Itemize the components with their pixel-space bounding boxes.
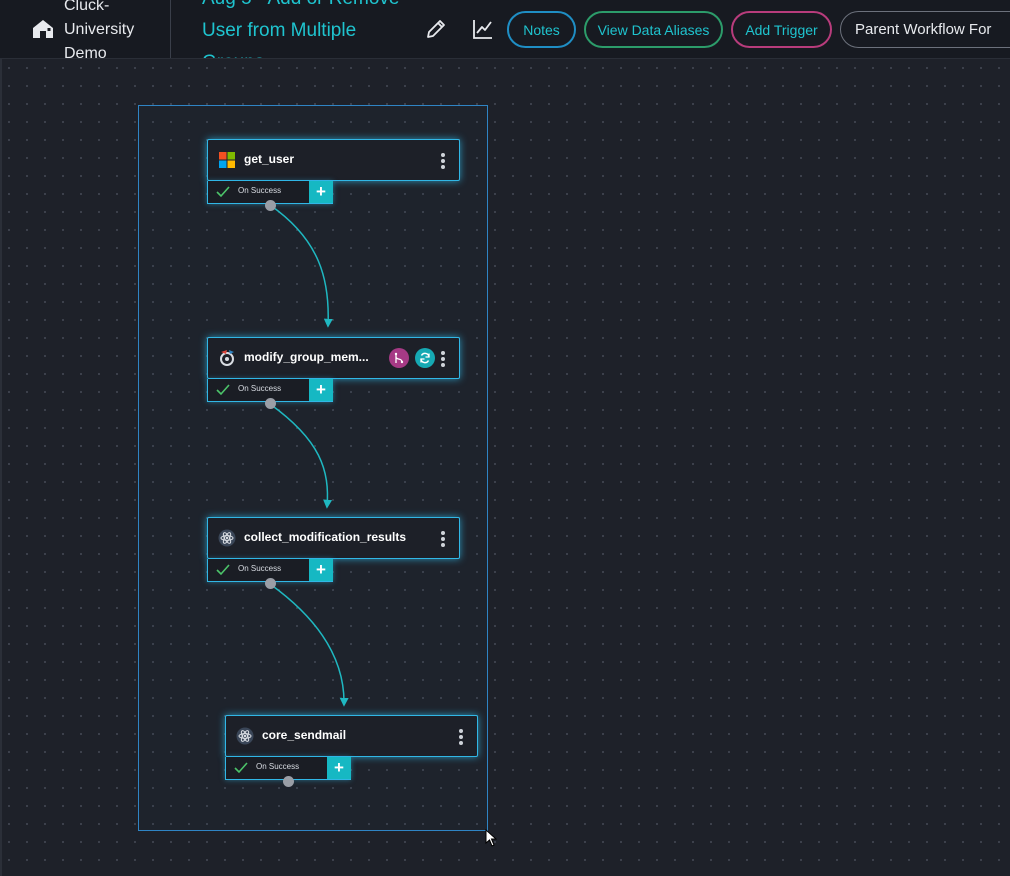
output-port[interactable] xyxy=(283,776,294,787)
okta-icon xyxy=(218,349,236,367)
node-name: collect_modification_results xyxy=(244,530,406,544)
workflow-node-core-sendmail[interactable]: core_sendmail xyxy=(225,715,478,757)
mouse-cursor-icon xyxy=(485,829,497,847)
edge-modify-to-collect[interactable] xyxy=(270,404,327,507)
kebab-menu-icon[interactable] xyxy=(441,351,445,367)
success-label: On Success xyxy=(238,186,281,195)
kebab-menu-icon[interactable] xyxy=(441,531,445,547)
workflow-node-collect-modification-results[interactable]: collect_modification_results xyxy=(207,517,460,559)
check-icon xyxy=(216,564,230,576)
output-port[interactable] xyxy=(265,578,276,589)
add-step-button[interactable]: + xyxy=(309,181,333,203)
success-label: On Success xyxy=(238,564,281,573)
workflow-node-modify-group-membership[interactable]: modify_group_mem... xyxy=(207,337,460,379)
edge-collect-to-sendmail[interactable] xyxy=(270,584,344,705)
core-atom-icon xyxy=(218,529,236,547)
edge-get-user-to-modify[interactable] xyxy=(270,205,328,326)
add-step-button[interactable]: + xyxy=(327,757,351,779)
microsoft-logo-icon xyxy=(218,151,236,169)
check-icon xyxy=(216,186,230,198)
core-atom-icon xyxy=(236,727,254,745)
workflow-node-get-user[interactable]: get_user xyxy=(207,139,460,181)
success-label: On Success xyxy=(256,762,299,771)
node-name: get_user xyxy=(244,152,294,166)
check-icon xyxy=(234,762,248,774)
kebab-menu-icon[interactable] xyxy=(441,153,445,169)
add-step-button[interactable]: + xyxy=(309,379,333,401)
branch-icon[interactable] xyxy=(389,348,409,368)
node-name: modify_group_mem... xyxy=(244,350,369,364)
output-port[interactable] xyxy=(265,398,276,409)
kebab-menu-icon[interactable] xyxy=(459,729,463,745)
check-icon xyxy=(216,384,230,396)
add-step-button[interactable]: + xyxy=(309,559,333,581)
node-name: core_sendmail xyxy=(262,728,346,742)
output-port[interactable] xyxy=(265,200,276,211)
loop-icon[interactable] xyxy=(415,348,435,368)
success-label: On Success xyxy=(238,384,281,393)
